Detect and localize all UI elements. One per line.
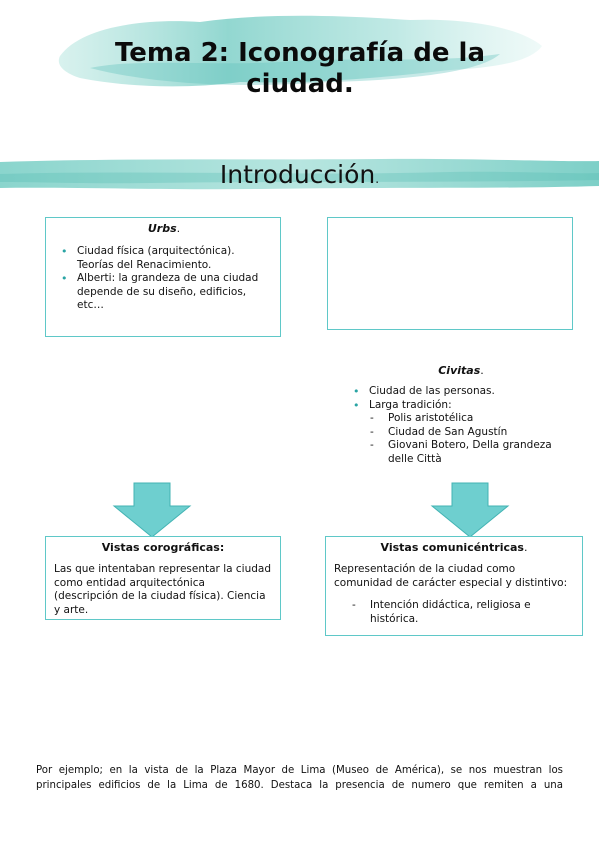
empty-box (327, 217, 573, 330)
down-arrow-icon (430, 482, 510, 538)
list-item: Alberti: la grandeza de una ciudad depen… (58, 272, 270, 313)
list-item: Giovani Botero, Della grandeza delle Cit… (370, 439, 572, 466)
list-item: Ciudad de las personas. (350, 385, 572, 399)
vistas-corograficas-text: Las que intentaban representar la ciudad… (54, 563, 272, 616)
list-item: Polis aristotélica (370, 412, 572, 426)
civitas-sublist: Polis aristotélica Ciudad de San Agustín… (350, 412, 572, 466)
page-title: Tema 2: Iconografía de la ciudad. (114, 38, 486, 99)
civitas-title: Civitas. (438, 364, 484, 377)
list-item: Larga tradición: (350, 399, 572, 413)
intro-heading-suffix: . (375, 172, 380, 186)
civitas-list: Ciudad de las personas. Larga tradición: (350, 385, 572, 412)
down-arrow-icon (112, 482, 192, 538)
vistas-comunicentricas-title: Vistas comunicéntricas. (380, 541, 528, 554)
urbs-title: Urbs. (147, 222, 181, 235)
vistas-corograficas-box: Vistas corográficas: Las que intentaban … (45, 536, 281, 620)
urbs-box: Urbs. Ciudad física (arquitectónica). Te… (45, 217, 281, 337)
list-item: Ciudad física (arquitectónica). Teorías … (58, 245, 270, 272)
urbs-list: Ciudad física (arquitectónica). Teorías … (58, 245, 270, 313)
section-heading-introduccion: Introducción. (0, 160, 599, 189)
intro-heading-text: Introducción (219, 160, 376, 189)
list-item: Ciudad de San Agustín (370, 426, 572, 440)
civitas-section: Civitas. Ciudad de las personas. Larga t… (350, 364, 572, 466)
list-item: Intención didáctica, religiosa e históri… (352, 599, 574, 626)
vistas-corograficas-title: Vistas corográficas: (101, 541, 225, 554)
vistas-comunicentricas-text: Representación de la ciudad como comunid… (334, 563, 568, 589)
vistas-comunicentricas-box: Vistas comunicéntricas. Representación d… (325, 536, 583, 636)
body-paragraph: Por ejemplo; en la vista de la Plaza May… (36, 765, 563, 791)
vistas-comunicentricas-list: Intención didáctica, religiosa e históri… (334, 599, 574, 626)
